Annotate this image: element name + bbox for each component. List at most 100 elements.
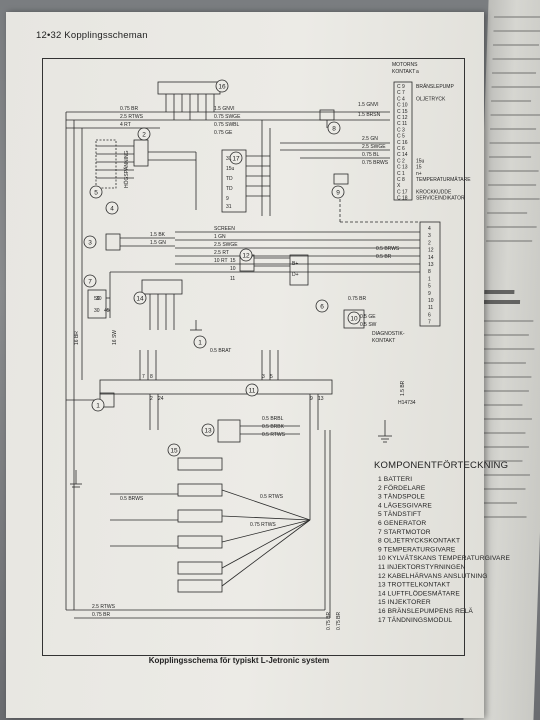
wire-label: 1.5 BK xyxy=(150,232,166,238)
wire-label: 0.5 BR xyxy=(376,254,392,260)
wire-label: 0.5 BRWS xyxy=(120,496,144,502)
wire-label: 1.5 BRSN xyxy=(358,112,381,118)
wire-label: 2.5 RT xyxy=(214,250,229,256)
manual-page xyxy=(6,12,484,718)
terminal-label: 15 xyxy=(230,258,236,264)
wire-label: 0.5 SW xyxy=(360,322,377,328)
motor-pin: C 3 xyxy=(397,127,405,133)
wire-label: 16 BR xyxy=(74,331,80,345)
high-voltage-label: HÖGSPÄNNING xyxy=(123,150,130,188)
legend-item: 13 TROTTELKONTAKT xyxy=(378,582,450,589)
motor-pin: C 13 xyxy=(397,165,408,171)
motor-pin-desc: BRÄNSLEPUMP xyxy=(416,83,454,90)
motor-pin-desc: 15u xyxy=(416,158,425,164)
wire-label: 2.5 RTWS xyxy=(92,604,116,610)
diagnostic-pin: 2 xyxy=(428,240,431,246)
component-number-1: 1 xyxy=(96,403,100,410)
component-number-10: 10 xyxy=(350,316,358,323)
wire-label: 1.5 GNVI xyxy=(214,106,235,112)
wire-label: 0.5 BRBL xyxy=(262,416,284,422)
wire-label: 1 GN xyxy=(214,234,226,240)
diagnostic-title-2: KONTAKT xyxy=(372,338,395,344)
motor-pin-desc: OLJETRYCK xyxy=(416,96,446,102)
diagnostic-pin: 3 xyxy=(428,233,431,239)
figure-code: H14734 xyxy=(398,400,416,406)
diagnostic-pin: 13 xyxy=(428,262,434,268)
terminal-label: 2 xyxy=(150,396,153,402)
wire-label: 0.5 BRAT xyxy=(210,348,231,354)
wire-label: 0.75 BR xyxy=(120,106,138,112)
wire-label: 1.5 BR xyxy=(400,380,406,396)
terminal-label: TD xyxy=(226,186,233,192)
wire-label: 0.5 GE xyxy=(360,314,376,320)
diagnostic-pin: 6 xyxy=(428,312,431,318)
motor-contact-marker: a xyxy=(416,69,419,75)
motor-pin: C 17 xyxy=(397,189,408,195)
terminal-label: 31 xyxy=(226,204,232,210)
motor-pin-desc: SERVICEINDIKATOR xyxy=(416,196,465,202)
component-number-4: 4 xyxy=(110,206,114,213)
terminal-label: 50 xyxy=(94,296,100,302)
legend-item: 8 OLJETRYCKSKONTAKT xyxy=(378,538,460,545)
wire-label: 0.75 SWGE xyxy=(214,114,241,120)
wire-label: 10 RT xyxy=(214,258,228,264)
terminal-label: 9 xyxy=(310,396,313,402)
component-number-3: 3 xyxy=(88,240,92,247)
legend-item: 7 STARTMOTOR xyxy=(378,529,431,536)
legend-item: 17 TÄNDNINGSMODUL xyxy=(378,616,452,624)
legend-item: 12 KABELHÄRVANS ANSLUTNING xyxy=(378,572,488,580)
terminal-label: D+ xyxy=(292,272,299,278)
component-number-13: 13 xyxy=(204,428,212,435)
wire-label: 0.75 BR xyxy=(348,296,366,302)
legend-item: 16 BRÄNSLEPUMPENS RELÄ xyxy=(378,607,473,615)
wire-label: 0.75 BR xyxy=(326,612,332,630)
motor-pin: C 14 xyxy=(397,152,408,158)
diagram-frame xyxy=(42,58,465,656)
component-number-12: 12 xyxy=(242,253,250,260)
wire-label: 16 SW xyxy=(112,330,118,345)
diagnostic-pin: 7 xyxy=(428,320,431,326)
motor-pin: C 15 xyxy=(397,109,408,115)
figure-caption: Kopplingsschema för typiskt L-Jetronic s… xyxy=(148,656,330,665)
terminal-label: 13 xyxy=(318,396,324,402)
wire-label: 0.75 GE xyxy=(214,130,233,136)
terminal-label: 45 xyxy=(104,308,110,314)
diagnostic-title-1: DIAGNOSTIK- xyxy=(372,331,405,337)
terminal-label: 5 xyxy=(270,374,273,380)
terminal-label: 11 xyxy=(230,276,235,282)
component-number-15: 15 xyxy=(170,448,178,455)
wire-label: 0.75 SWBL xyxy=(214,122,240,128)
legend-item: 11 INJEKTORSTYRNINGEN xyxy=(378,564,466,571)
motor-contact-title-2: KONTAKT xyxy=(392,69,415,75)
motor-pin-desc: TEMPERATURMÄTARE xyxy=(416,176,471,183)
motor-pin-desc: n+ xyxy=(416,171,422,177)
legend-title: KOMPONENTFÖRTECKNING xyxy=(374,460,508,471)
motor-pin: C 9 xyxy=(397,84,405,90)
component-number-7: 7 xyxy=(88,279,92,286)
motor-pin: C 12 xyxy=(397,115,408,121)
component-number-16: 16 xyxy=(218,84,226,91)
component-number-2: 2 xyxy=(142,132,146,139)
terminal-label: 31 xyxy=(226,156,232,162)
page-header: 12•32 Kopplingsscheman xyxy=(36,30,148,41)
motor-pin: C 7 xyxy=(397,90,405,96)
terminal-label: 3 xyxy=(262,374,265,380)
terminal-label: 30 xyxy=(94,308,100,314)
motor-pin: C 11 xyxy=(397,121,407,127)
terminal-label: 7 xyxy=(142,374,145,380)
legend-item: 5 TÄNDSTIFT xyxy=(378,510,421,518)
terminal-label: 9 xyxy=(226,196,229,202)
wire-label: 2.5 GN xyxy=(362,136,378,142)
diagnostic-pin: 10 xyxy=(428,298,434,304)
wire-label: SCREEN xyxy=(214,226,235,232)
motor-contact-title-1: MOTORNS xyxy=(392,62,418,68)
diagnostic-pin: 12 xyxy=(428,248,434,254)
motor-pin: C 1 xyxy=(397,171,405,177)
motor-pin-desc: 15 xyxy=(416,165,422,171)
component-number-6: 6 xyxy=(320,304,324,311)
legend-item: 2 FÖRDELARE xyxy=(378,484,426,492)
wire-label: 1.5 GNVI xyxy=(358,102,379,108)
